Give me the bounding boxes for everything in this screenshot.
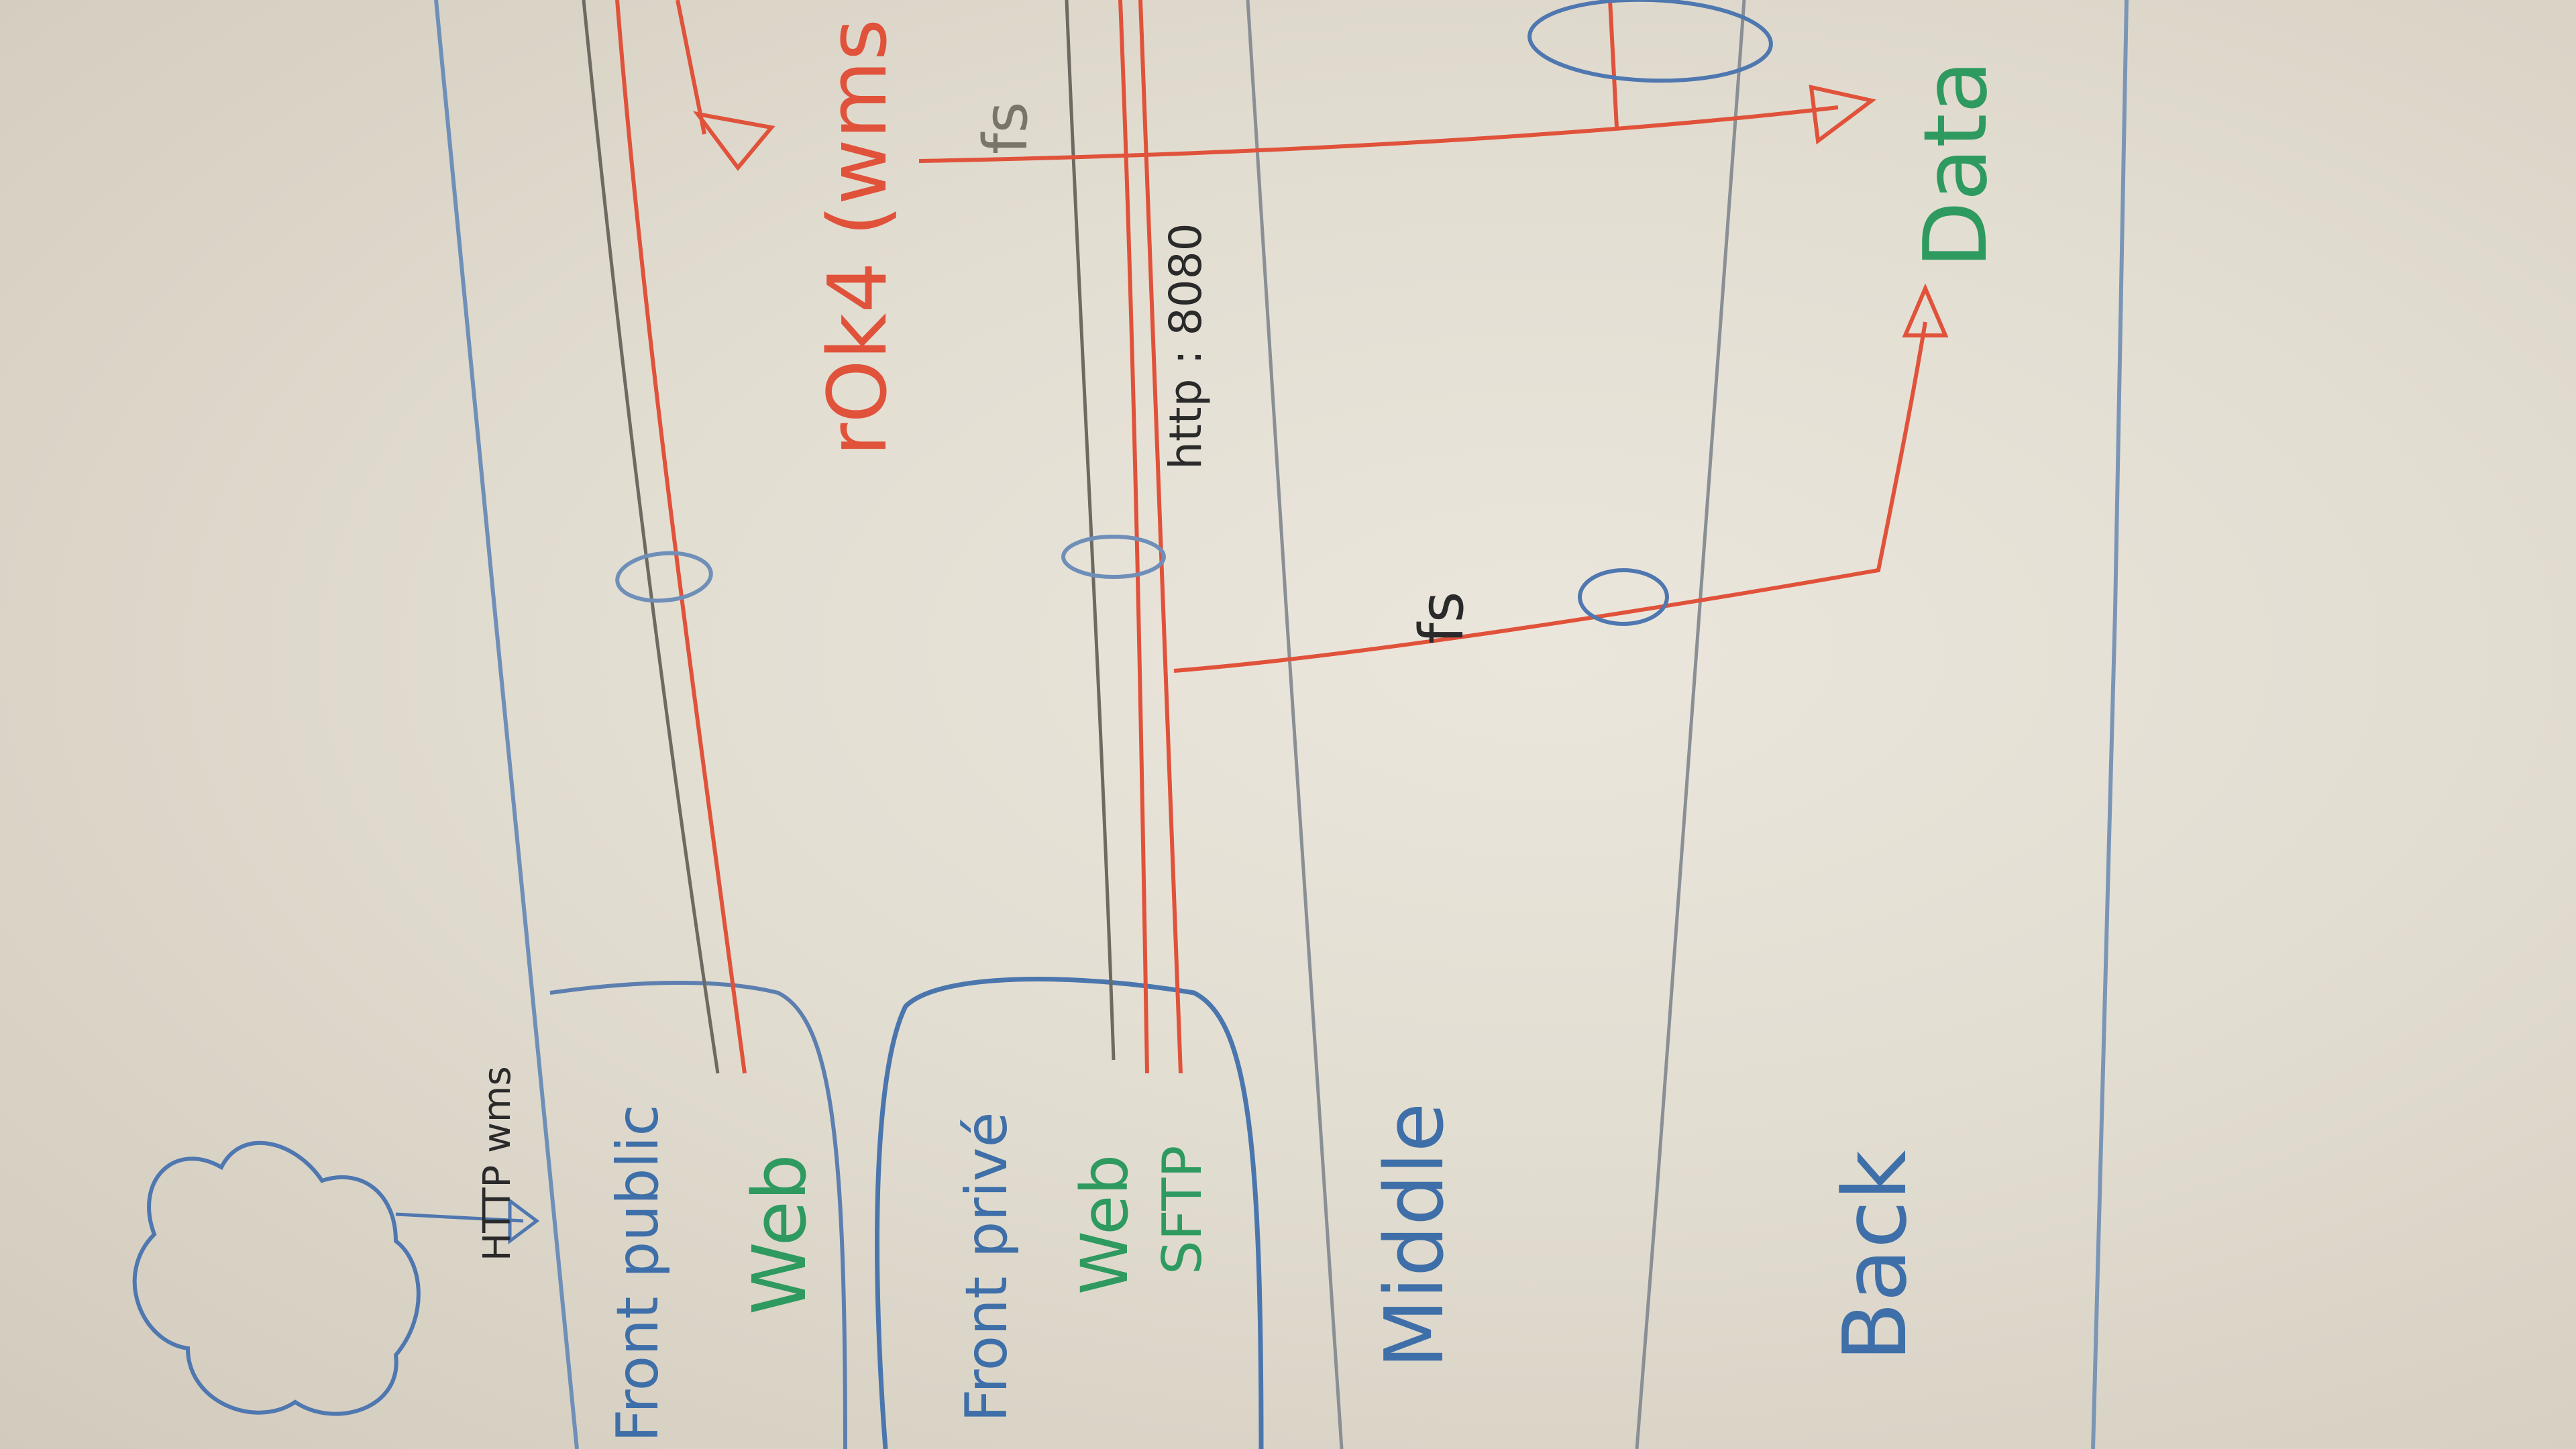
arrow-head-icon xyxy=(508,1197,540,1244)
route-back-red xyxy=(1608,0,1619,128)
label-rok4: rOk4 (wms xyxy=(812,19,905,456)
pipe-prive-red-1 xyxy=(1118,0,1149,1074)
zone-border-outer xyxy=(434,0,579,1449)
label-front-public: Front public xyxy=(604,1104,672,1442)
label-http-wms: HTTP wms xyxy=(476,1066,519,1261)
label-web-public: Web xyxy=(737,1154,822,1315)
label-web-prive: Web xyxy=(1067,1155,1142,1295)
label-sftp: SFTP xyxy=(1151,1146,1214,1275)
route-fs-data xyxy=(1173,321,1927,673)
label-data: Data xyxy=(1904,60,2006,268)
route-rok4 xyxy=(676,0,706,135)
pipe-public-red xyxy=(615,0,747,1074)
route-8080-data xyxy=(918,105,1839,163)
zone-border-front-middle xyxy=(1246,0,1344,1449)
zone-border-back-right xyxy=(2091,0,2129,1449)
pipe-prive-gray xyxy=(1065,0,1116,1061)
label-fs-middle: fs xyxy=(1407,591,1477,644)
front-prive-box xyxy=(875,977,1264,1449)
zone-border-middle-back xyxy=(1635,0,1746,1449)
front-public-box xyxy=(549,981,847,1449)
cloud-arrow-line xyxy=(395,1212,524,1223)
arrow-head-icon xyxy=(693,111,775,171)
cylinder-connector-icon xyxy=(1527,0,1773,83)
cloud-icon xyxy=(132,1140,421,1416)
cylinder-connector-icon xyxy=(1578,568,1669,626)
arrow-head-icon xyxy=(1809,85,1877,145)
label-port: http : 8080 xyxy=(1160,223,1212,470)
label-back: Back xyxy=(1824,1150,1926,1362)
arrow-head-icon xyxy=(1902,283,1949,337)
cylinder-connector-icon xyxy=(1061,535,1166,579)
pipe-prive-red-2 xyxy=(1138,0,1183,1074)
cylinder-connector-icon xyxy=(615,551,713,603)
label-front-prive: Front privé xyxy=(953,1112,1020,1422)
label-middle: Middle xyxy=(1368,1103,1462,1368)
pipe-public-gray xyxy=(582,0,720,1074)
label-fs-top: fs xyxy=(971,101,1041,154)
